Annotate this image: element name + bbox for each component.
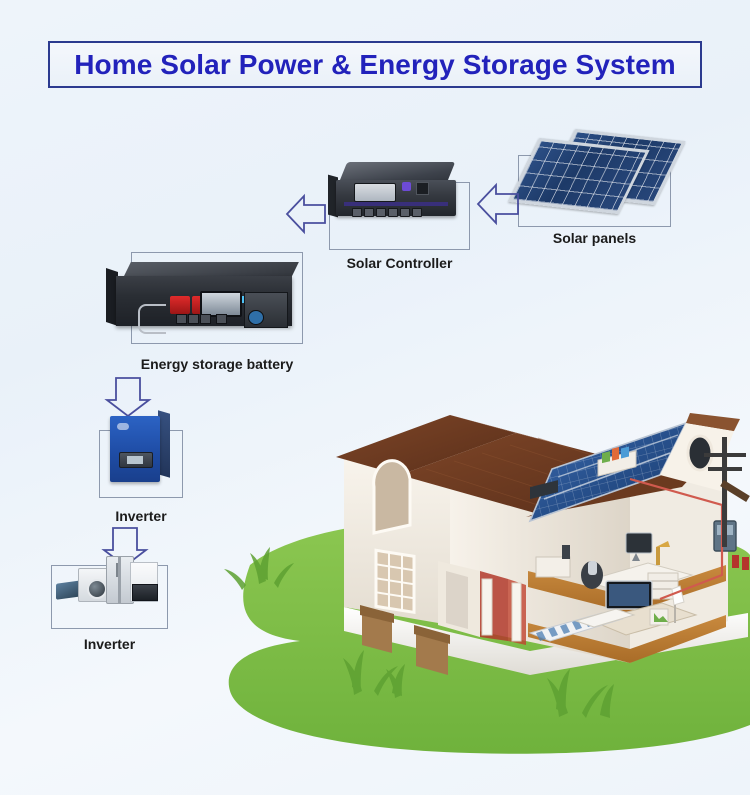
page-title-box: Home Solar Power & Energy Storage System xyxy=(48,41,702,88)
fridge-handle xyxy=(116,563,118,577)
arched-window xyxy=(372,459,412,535)
controller-indicator xyxy=(402,182,411,191)
office-monitor xyxy=(625,532,653,554)
house-roof-left xyxy=(336,415,516,475)
office-speaker xyxy=(562,545,570,559)
microwave-icon xyxy=(132,584,158,601)
porch-column-2 xyxy=(511,582,522,642)
solar-controller-caption: Solar Controller xyxy=(346,255,453,271)
arrow-panels-to-controller[interactable] xyxy=(476,180,520,228)
tv-console xyxy=(590,602,698,636)
wall-art xyxy=(530,480,558,500)
inverter-caption: Inverter xyxy=(115,508,167,524)
battery-terminal-positive xyxy=(170,296,190,314)
battery-port xyxy=(176,314,187,324)
inverter-front xyxy=(110,416,160,482)
appliances-caption: Inverter xyxy=(83,636,136,652)
office-printer xyxy=(535,556,571,578)
washing-machine-icon xyxy=(78,568,110,602)
solar-panel-icon xyxy=(505,128,686,215)
controller-button[interactable] xyxy=(364,208,374,217)
gable-eave xyxy=(686,413,740,431)
arrow-battery-to-inverter[interactable] xyxy=(104,376,152,418)
downstairs-floor xyxy=(528,615,726,663)
controller-button[interactable] xyxy=(376,208,386,217)
coffee-table xyxy=(574,608,636,628)
charge-controller-icon xyxy=(328,162,462,220)
power-pole xyxy=(704,437,750,547)
desk-lamp-arm xyxy=(656,547,660,565)
office-person xyxy=(588,561,597,575)
small-red-unit-2 xyxy=(742,557,749,570)
arrow-controller-to-battery[interactable] xyxy=(285,192,327,236)
battery-port xyxy=(188,314,199,324)
battery-handle xyxy=(138,304,166,334)
controller-face xyxy=(336,180,456,217)
battery-rotary-switch[interactable] xyxy=(248,310,264,325)
battery-port xyxy=(200,314,211,324)
arrow-inverter-to-loads[interactable] xyxy=(101,526,149,568)
home-appliances-icon xyxy=(56,556,164,608)
battery-front-panel xyxy=(116,276,292,334)
inverter-icon xyxy=(110,410,172,486)
planters xyxy=(360,605,450,675)
controller-label-strip xyxy=(344,202,448,206)
front-porch xyxy=(438,561,526,645)
battery-rack-icon xyxy=(106,262,302,334)
inverter-logo xyxy=(117,423,129,430)
solar-panels-caption: Solar panels xyxy=(552,230,637,246)
battery-port xyxy=(216,314,227,324)
inverter-control-panel[interactable] xyxy=(119,452,153,468)
window-mullions xyxy=(376,552,414,611)
controller-button[interactable] xyxy=(400,208,410,217)
washer-door xyxy=(87,579,107,599)
porch-column-1 xyxy=(481,578,493,636)
controller-button[interactable] xyxy=(352,208,362,217)
controller-indicator-2 xyxy=(416,182,429,195)
battery-led xyxy=(242,296,245,303)
controller-button[interactable] xyxy=(388,208,398,217)
solar-panel-front xyxy=(508,137,650,215)
page-title: Home Solar Power & Energy Storage System xyxy=(74,48,676,80)
grass-tufts xyxy=(224,547,614,718)
framed-picture xyxy=(649,608,669,626)
battery-caption: Energy storage battery xyxy=(140,356,294,372)
house-cutaway-illustration xyxy=(336,413,750,675)
inverter-lcd xyxy=(127,456,143,464)
controller-button[interactable] xyxy=(412,208,422,217)
small-red-unit xyxy=(732,555,739,568)
living-room-scene xyxy=(528,580,698,642)
fridge-divider xyxy=(118,557,121,603)
controller-lcd xyxy=(354,183,396,202)
